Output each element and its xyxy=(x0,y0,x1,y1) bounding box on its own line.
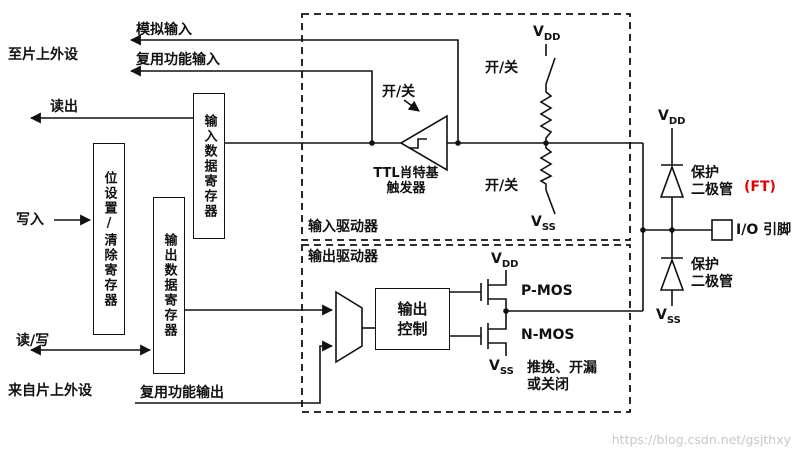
af-input-label: 复用功能输入 xyxy=(136,52,220,68)
schmitt-name-label: TTL肖特基 触发器 xyxy=(373,166,439,197)
vss-sub: SS xyxy=(541,221,556,233)
io-pin-label: I/O 引脚 xyxy=(736,222,792,238)
vss-base: V xyxy=(531,214,542,230)
vss-pin-label: VSS xyxy=(656,307,681,327)
from-onchip-peripherals-label: 来自片上外设 xyxy=(8,383,92,399)
vdd-base: V xyxy=(533,24,544,40)
to-onchip-peripherals-label: 至片上外设 xyxy=(8,47,78,63)
vss-pulldown-label: VSS xyxy=(531,214,556,234)
write-label: 写入 xyxy=(16,212,44,228)
vdd-base: V xyxy=(491,251,502,267)
protection-diode-top xyxy=(659,128,685,198)
af-output-wire xyxy=(135,340,334,404)
pulldown-switch-icon xyxy=(545,189,556,215)
pmos-label: P-MOS xyxy=(521,283,573,299)
analog-input-label: 模拟输入 xyxy=(136,22,192,38)
protection-diode-bottom xyxy=(659,197,685,306)
protection-diode-bottom-label: 保护 二极管 xyxy=(691,257,733,290)
output-mode-note: 推挽、开漏 或关闭 xyxy=(527,360,597,393)
pmos-symbol xyxy=(480,270,507,311)
read-label: 读出 xyxy=(50,99,78,115)
hysteresis-icon xyxy=(409,138,427,149)
pullup-network xyxy=(539,44,556,143)
vss-output-label: VSS xyxy=(489,358,514,378)
input-driver-title: 输入驱动器 xyxy=(308,219,378,235)
vdd-output-label: VDD xyxy=(491,251,518,271)
pulldown-resistor-icon xyxy=(539,143,553,190)
vdd-base: V xyxy=(658,108,669,124)
output-driver-title: 输出驱动器 xyxy=(308,249,378,265)
af-input-wire xyxy=(129,65,373,143)
signal-wires xyxy=(29,34,712,404)
vss-base: V xyxy=(656,307,667,323)
pulldown-switch-label: 开/关 xyxy=(485,178,519,194)
vdd-sub: DD xyxy=(668,115,686,127)
input-driver-box xyxy=(301,13,631,241)
bit-set-clear-register-box: 位设置/清除寄存器 xyxy=(93,143,125,335)
input-data-register-box: 输入数据寄存器 xyxy=(193,93,225,239)
vdd-pin-label: VDD xyxy=(658,108,685,128)
vdd-pullup-label: VDD xyxy=(533,24,560,44)
vdd-sub: DD xyxy=(501,258,519,270)
watermark: https://blog.csdn.net/gsjthxy xyxy=(611,432,791,447)
vss-sub: SS xyxy=(499,365,514,377)
schmitt-enable-label: 开/关 xyxy=(382,84,416,100)
vdd-sub: DD xyxy=(543,31,561,43)
ft-label: (FT) xyxy=(744,179,776,195)
pullup-resistor-icon xyxy=(539,84,553,143)
output-control-box: 输出 控制 xyxy=(375,288,450,350)
schmitt-enable-arrow xyxy=(403,99,420,112)
protection-diode-top-label: 保护 二极管 xyxy=(691,165,733,198)
vss-base: V xyxy=(489,358,500,374)
io-pin-square xyxy=(711,219,733,241)
output-driver-box xyxy=(301,244,631,413)
vss-sub: SS xyxy=(666,314,681,326)
read-write-label: 读/写 xyxy=(16,333,50,349)
schmitt-trigger-symbol xyxy=(399,99,448,172)
pulldown-network xyxy=(539,143,556,215)
nmos-symbol xyxy=(480,311,507,356)
mux-symbol xyxy=(335,290,363,364)
junction-dots xyxy=(369,140,675,314)
pullup-switch-icon xyxy=(545,57,556,85)
output-data-register-box: 输出数据寄存器 xyxy=(153,197,185,374)
analog-input-wire xyxy=(129,34,459,143)
af-output-label: 复用功能输出 xyxy=(140,385,224,401)
pullup-switch-label: 开/关 xyxy=(485,60,519,76)
nmos-label: N-MOS xyxy=(521,327,575,343)
